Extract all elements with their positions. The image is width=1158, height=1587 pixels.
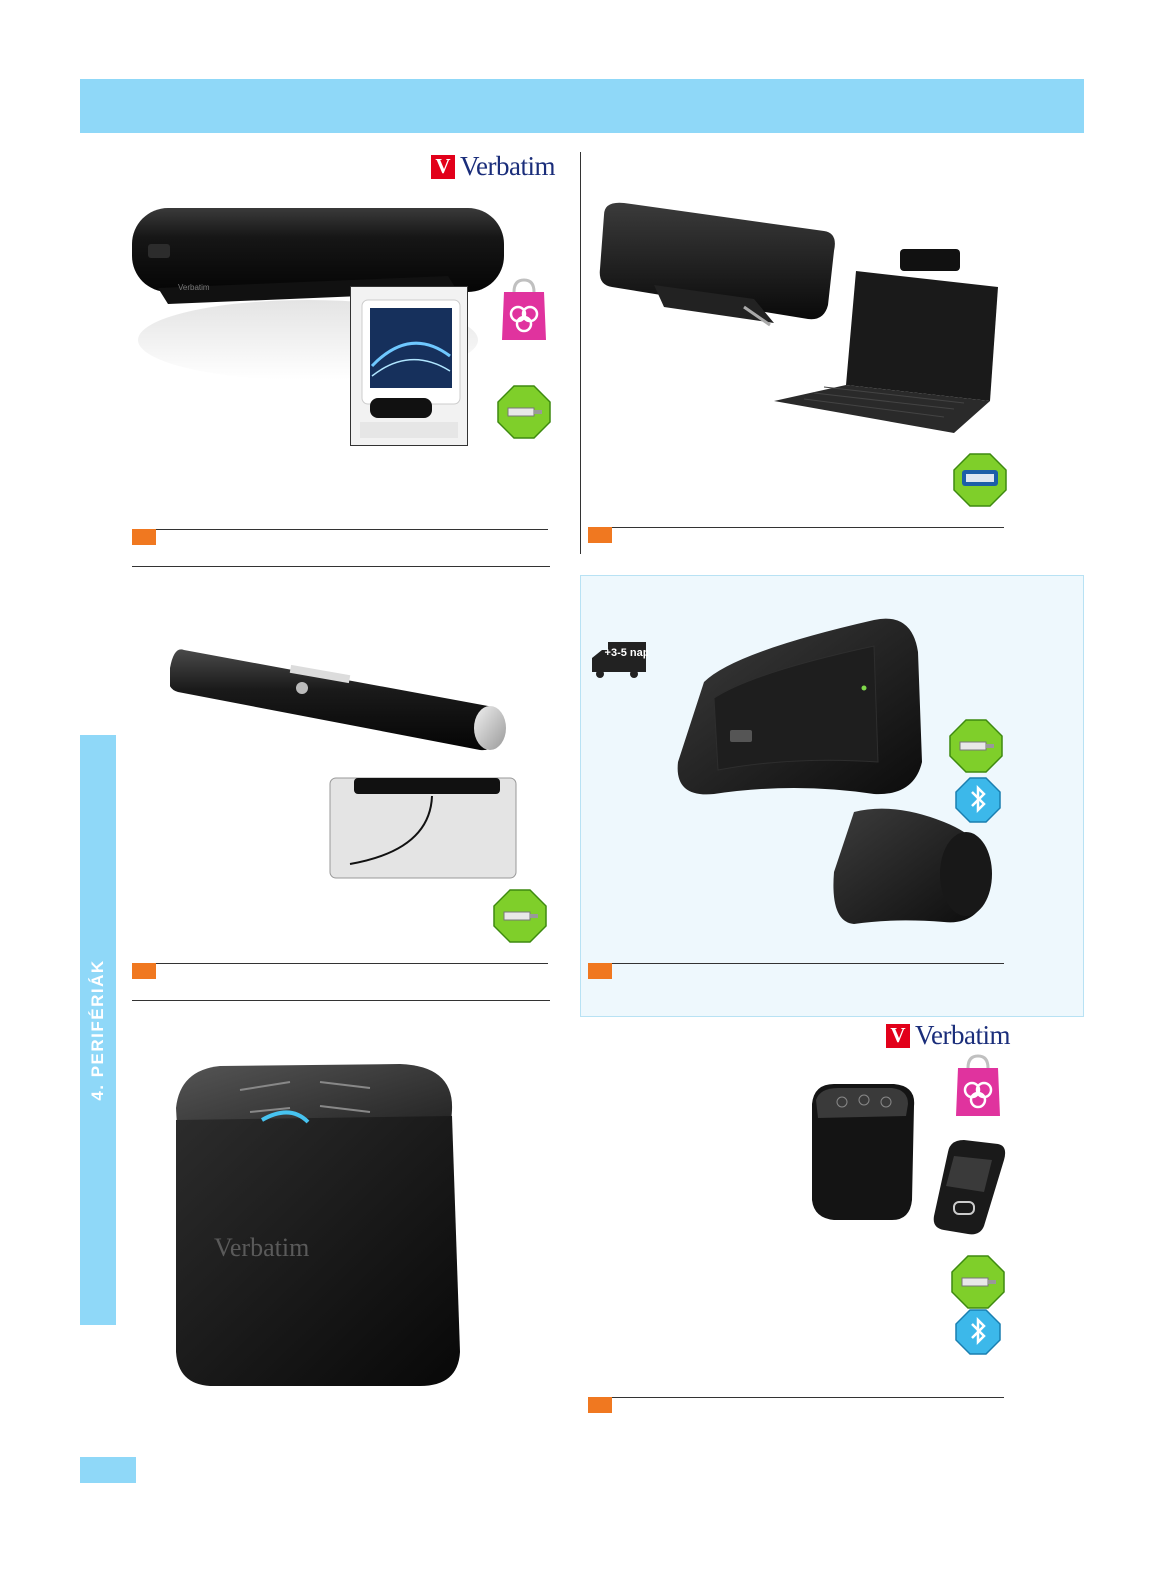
- shopping-bag-icon: [956, 1054, 1000, 1116]
- header-band: [80, 79, 1084, 133]
- product-image-wedge-speaker: [677, 618, 992, 924]
- price-marker: [588, 963, 612, 979]
- price-marker: [588, 527, 612, 543]
- verbatim-logo-mark: V: [431, 154, 455, 179]
- verbatim-logo: V Verbatim: [431, 151, 555, 182]
- product-image-cylinder-speaker: [170, 649, 517, 879]
- price-marker: [588, 1397, 612, 1413]
- small-cube-body: [812, 1084, 915, 1220]
- price-rule: [156, 529, 548, 530]
- shopping-bag-icon: [502, 278, 546, 340]
- price-rule: [612, 1397, 1004, 1398]
- verbatim-logo-text: Verbatim: [460, 151, 555, 181]
- price-marker: [132, 963, 156, 979]
- column-divider: [580, 152, 581, 554]
- delivery-truck-icon: +3-5 nap: [592, 642, 648, 678]
- cube-body: [176, 1116, 460, 1386]
- usb-powered-badge: [497, 385, 551, 439]
- verbatim-logo: V Verbatim: [886, 1020, 1010, 1051]
- product-image-cube-speaker-large: Verbatim: [176, 1064, 460, 1386]
- product-image-laptop-speaker: [599, 202, 998, 433]
- monitor-inset-soundbar: [370, 398, 432, 418]
- bluetooth-badge: [955, 1309, 1001, 1355]
- laptop-screen: [846, 271, 998, 401]
- soundbar-stand: [158, 276, 458, 304]
- cylinder-end-cap: [474, 706, 506, 750]
- chapter-side-tab-label: 4. PERIFÉRIÁK: [88, 959, 107, 1101]
- usb-badge: [953, 453, 1007, 507]
- verbatim-logo-mark: V: [886, 1023, 910, 1048]
- verbatim-logo-text: Verbatim: [915, 1020, 1010, 1050]
- cylinder-body: [170, 649, 501, 751]
- chapter-side-tab: 4. PERIFÉRIÁK: [80, 735, 116, 1325]
- cube-blue-led: [261, 1110, 310, 1124]
- soundbar-body: [132, 208, 504, 292]
- section-rule: [132, 1000, 550, 1001]
- price-marker: [132, 529, 156, 545]
- page-number-tab: [80, 1457, 136, 1483]
- price-rule: [156, 963, 548, 964]
- cube-brand-label: Verbatim: [214, 1233, 309, 1262]
- product-image-cube-speaker-with-phone: [812, 1084, 1006, 1235]
- section-rule: [132, 566, 550, 567]
- usb-powered-badge: [949, 719, 1003, 773]
- usb-powered-badge: [951, 1255, 1005, 1309]
- bluetooth-badge: [955, 777, 1001, 823]
- price-rule: [612, 527, 1004, 528]
- delivery-time-label: +3-5 nap: [605, 647, 648, 659]
- price-rule: [612, 963, 1004, 964]
- usb-powered-badge: [493, 889, 547, 943]
- monitor-inset-image: [350, 286, 468, 446]
- soundbar-brand-label: Verbatim: [178, 283, 210, 292]
